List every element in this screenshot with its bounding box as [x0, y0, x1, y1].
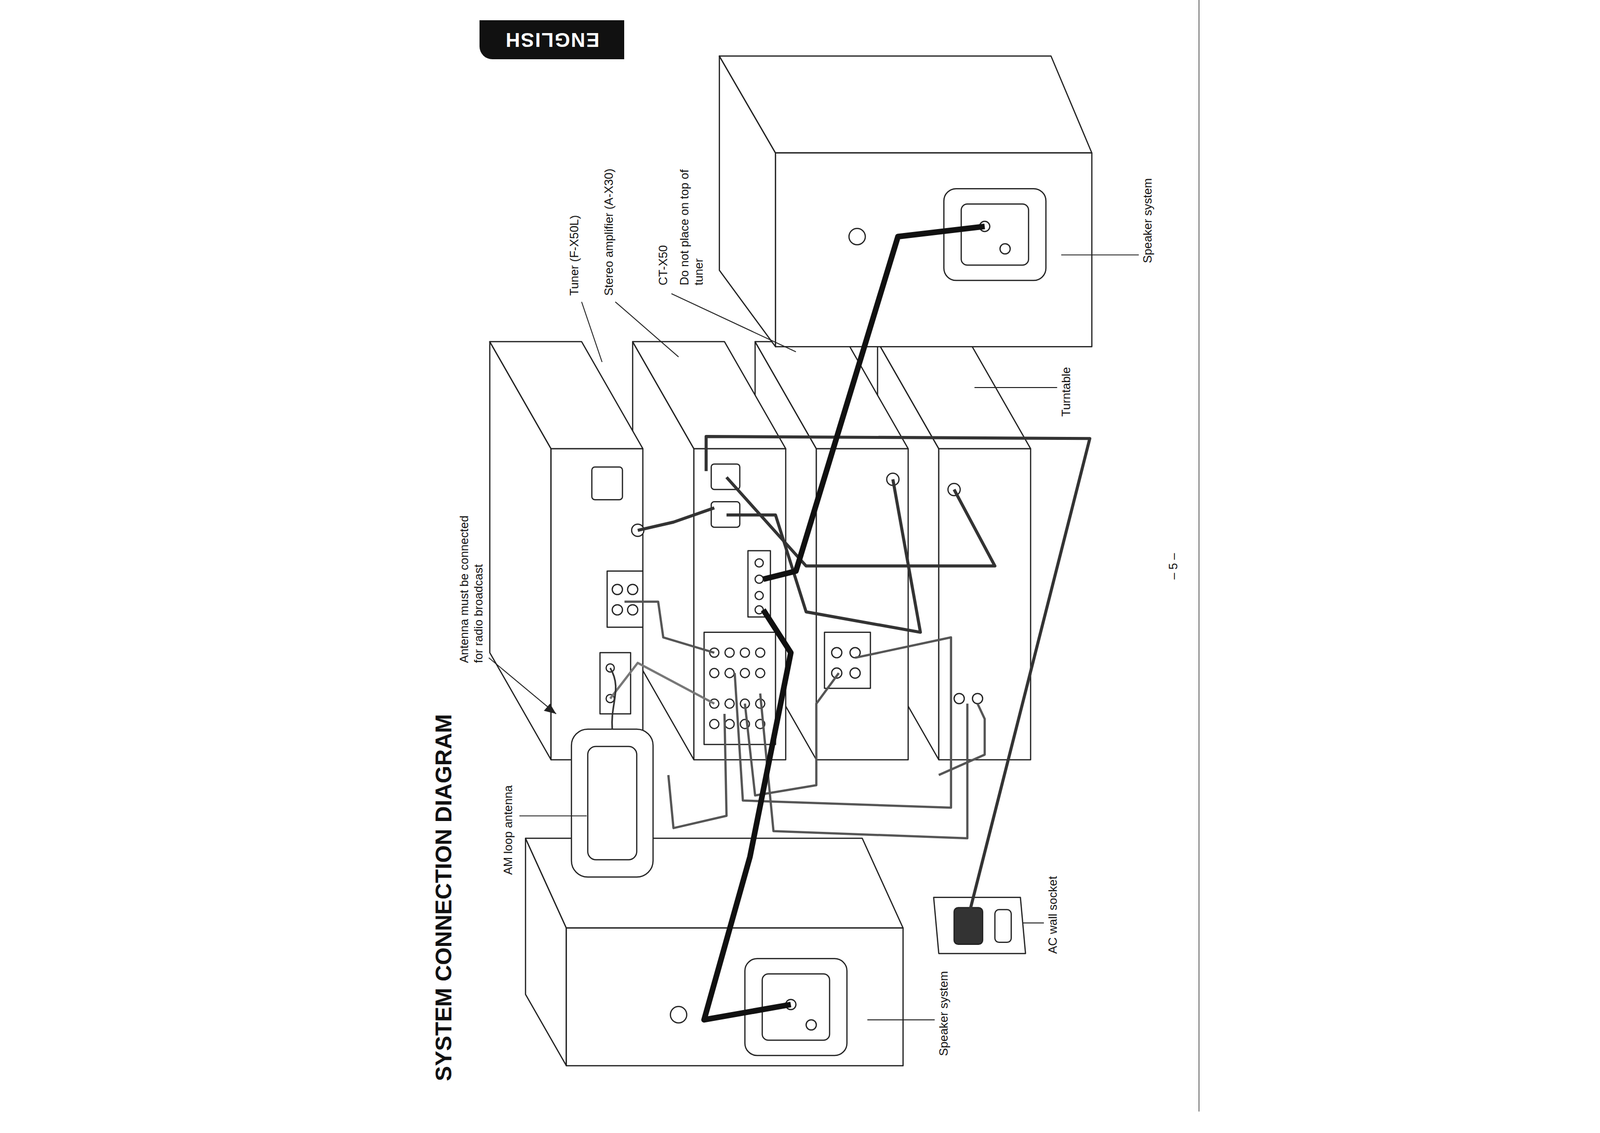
part-label: Stereo amplifier (A-X30) — [601, 137, 617, 296]
language-tab-text: ENGLISH — [504, 28, 600, 51]
ac-wall-socket — [933, 897, 1026, 955]
speaker-cables — [704, 226, 985, 1021]
am-loop-antenna — [571, 729, 653, 878]
part-label: AC wall socket — [1045, 855, 1061, 955]
note-text: Antenna must be connected for radio broa… — [457, 500, 486, 664]
speaker-right — [719, 56, 1092, 348]
part-label: Speaker system — [936, 957, 952, 1057]
part-label: AM loop antenna — [501, 761, 516, 876]
part-label: CT-X50 — [656, 226, 671, 286]
signal-cables — [610, 601, 985, 839]
diagram-title: SYSTEM CONNECTION DIAGRAM — [430, 637, 458, 1082]
language-tab: ENGLISH — [479, 20, 625, 60]
part-label: Turntable — [1059, 342, 1074, 417]
part-label: Tuner (F-X50L) — [567, 177, 582, 296]
power-cords — [637, 436, 1090, 914]
note-text: Do not place on top of tuner — [677, 142, 707, 286]
part-label: Speaker system — [1140, 164, 1156, 264]
tuner-unit — [489, 341, 644, 760]
leader-lines — [488, 254, 1139, 1020]
leader-arrowhead — [543, 703, 557, 715]
page-number: – 5 – — [1166, 536, 1181, 597]
amplifier-unit — [632, 341, 786, 760]
antenna-wire — [610, 668, 616, 730]
